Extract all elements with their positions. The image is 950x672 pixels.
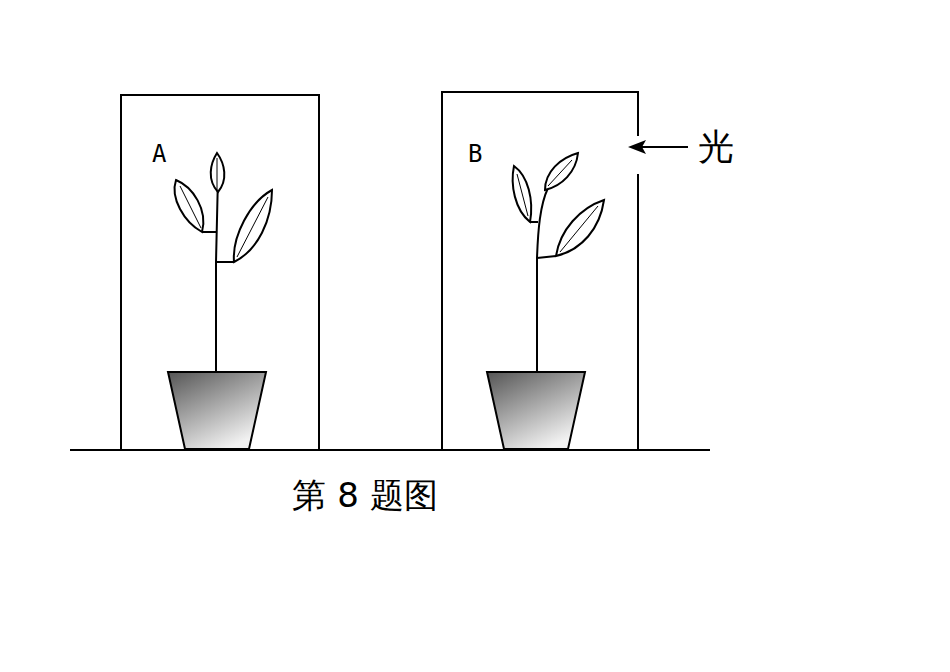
plant-b xyxy=(487,153,604,449)
box-letter: B xyxy=(468,142,482,166)
light-arrow xyxy=(640,146,688,148)
light-label: 光 xyxy=(698,129,734,165)
box-letter: A xyxy=(152,142,166,166)
closed-box xyxy=(121,95,319,450)
box-with-hole xyxy=(442,92,638,450)
arrowhead xyxy=(628,140,646,154)
box: B xyxy=(442,92,638,450)
plant-a xyxy=(168,153,272,449)
ground-line xyxy=(70,449,710,451)
figure-caption: 第 8 题图 xyxy=(292,478,437,512)
box-with-hole xyxy=(637,174,639,450)
box: A xyxy=(121,95,319,450)
